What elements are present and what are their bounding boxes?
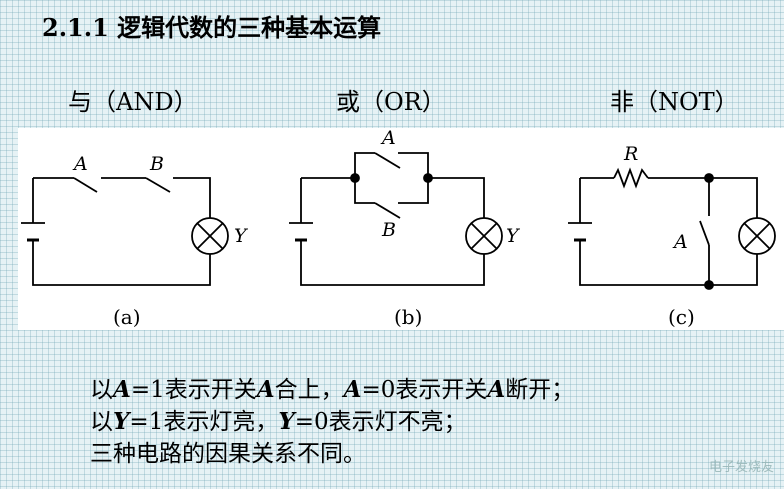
circuit-b-label-a: A	[380, 128, 396, 149]
circuit-b-caption: (b)	[394, 305, 422, 329]
circuit-b: A B Y (b)	[289, 128, 521, 329]
circuit-b-label-y: Y	[506, 225, 521, 247]
circuit-a-lamp-icon	[191, 217, 229, 255]
circuit-a-battery-icon	[21, 222, 45, 242]
circuit-a-wire	[32, 177, 211, 286]
or-gate-label: 或（OR）	[336, 88, 446, 116]
circuit-b-junction-right	[423, 173, 433, 183]
circuit-b-switch-b	[374, 202, 401, 219]
circuit-b-junction-left	[350, 173, 360, 183]
circuit-c-caption: (c)	[668, 305, 695, 329]
circuit-b-wire	[300, 152, 485, 286]
note-line-3: 三种电路的因果关系不同。	[90, 441, 366, 467]
circuit-diagrams-panel: A B Y (a) A B Y (b)	[18, 128, 784, 330]
and-gate-label: 与（AND）	[68, 88, 198, 116]
circuit-b-battery-icon	[289, 222, 313, 242]
circuit-c-battery-icon	[568, 222, 592, 242]
circuit-a: A B Y (a)	[21, 153, 249, 329]
note-line-2: 以Y=1表示灯亮，Y=0表示灯不亮；	[90, 408, 467, 435]
circuit-b-label-b: B	[381, 219, 396, 241]
circuit-b-switch-a	[374, 152, 401, 169]
circuit-c-switch-a	[699, 220, 710, 246]
not-gate-label: 非（NOT）	[610, 88, 739, 116]
circuit-c-wire	[579, 177, 758, 286]
circuit-c-label-r: R	[623, 143, 638, 165]
circuit-a-switch-a	[73, 177, 98, 193]
circuit-c-label-a: A	[672, 231, 688, 253]
note-line-1: 以A=1表示开关A合上，A=0表示开关A断开；	[90, 376, 575, 403]
circuit-a-label-y: Y	[234, 225, 249, 247]
section-heading: 2.1.1 逻辑代数的三种基本运算	[42, 13, 382, 42]
circuit-diagrams-svg: A B Y (a) A B Y (b)	[21, 128, 776, 329]
circuit-c-lamp-icon	[738, 217, 776, 255]
explanation-text: 以A=1表示开关A合上，A=0表示开关A断开； 以Y=1表示灯亮，Y=0表示灯不…	[90, 374, 574, 470]
circuit-c: R A (c)	[568, 143, 776, 329]
watermark: 电子发烧友	[708, 459, 774, 474]
circuit-a-caption: (a)	[113, 305, 141, 329]
circuit-b-lamp-icon	[465, 217, 503, 255]
circuit-a-switch-b	[145, 177, 171, 193]
circuit-c-junction-top	[704, 173, 714, 183]
circuit-c-resistor-icon	[613, 167, 649, 189]
circuit-a-label-b: B	[149, 153, 164, 175]
circuit-c-junction-bottom	[704, 280, 714, 290]
circuit-a-label-a: A	[72, 153, 88, 175]
